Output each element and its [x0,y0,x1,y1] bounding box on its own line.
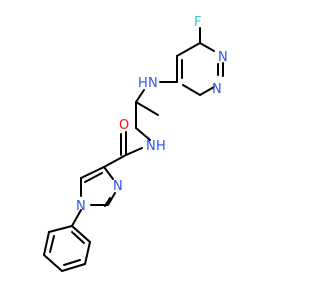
pyrimidine-n1-atom: N [218,50,228,65]
imidazole-n1-atom: N [76,199,86,214]
amide-n-atom: N [146,139,156,154]
amine-h-atom: H [138,76,148,91]
atom-labels: F N N N H N H O N N [76,15,228,214]
amine-n-atom: N [148,76,158,91]
carbonyl-o-atom: O [119,118,129,133]
bonds-final [43,27,224,272]
pyrimidine-n3-atom: N [212,82,222,97]
amide-h-atom: H [156,139,166,154]
imidazole-n3-atom: N [113,179,123,194]
molecule: F N N N H N H O N N [43,15,228,272]
fluorine-atom: F [194,15,201,30]
